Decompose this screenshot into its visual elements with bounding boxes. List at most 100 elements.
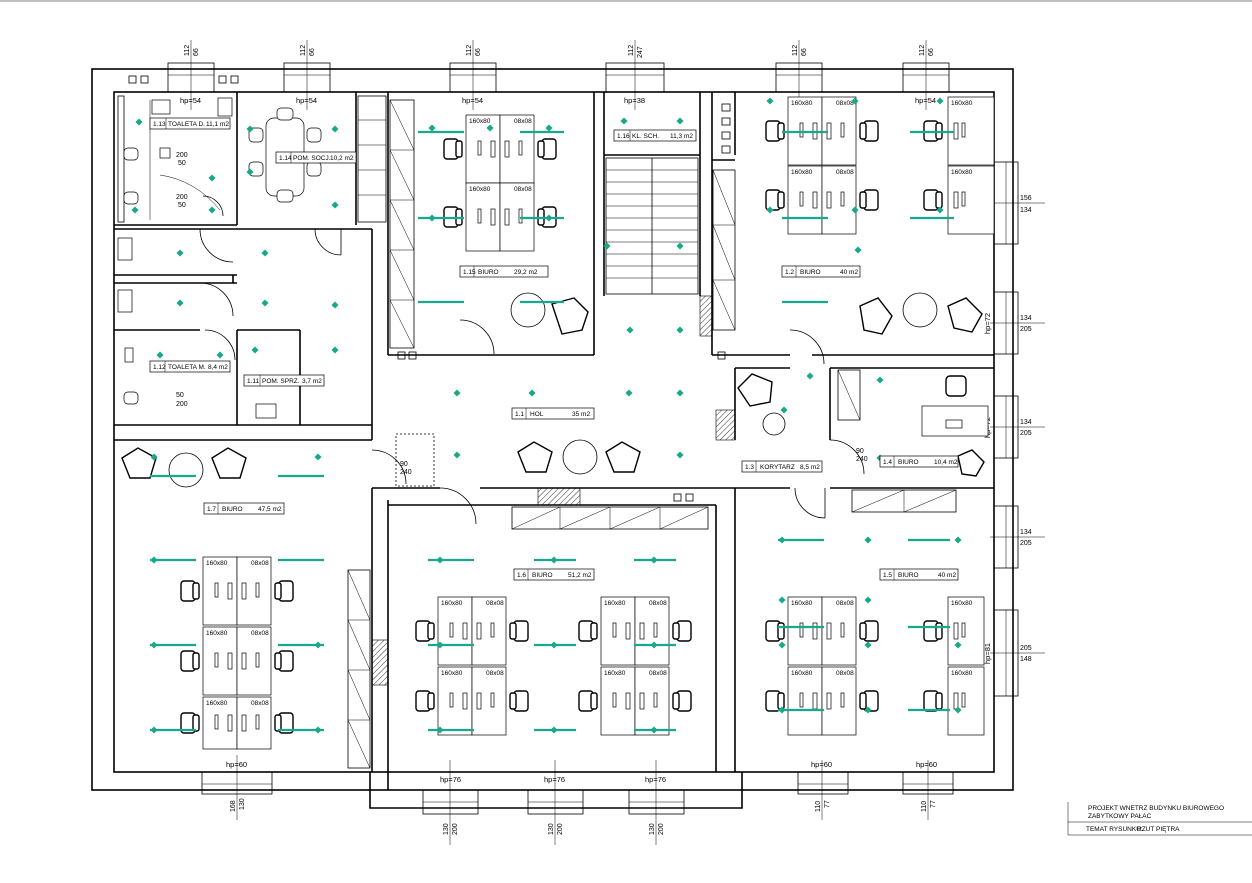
desk-code-label: 08x08 xyxy=(486,670,504,677)
sill-height: hp=38 xyxy=(624,96,645,105)
monitor xyxy=(812,622,818,640)
desk-code-label: 08x08 xyxy=(649,670,667,677)
monitor xyxy=(476,622,482,640)
ceiling-light xyxy=(676,389,684,397)
keyboard xyxy=(214,582,219,598)
office-chair xyxy=(578,690,598,712)
office-chair xyxy=(415,690,435,712)
ceiling-light xyxy=(331,346,339,354)
desk-code-label: 08x08 xyxy=(836,169,854,176)
room-name: BIURO xyxy=(532,572,553,579)
monitor xyxy=(953,692,959,710)
ceiling-light xyxy=(676,117,684,125)
lounge-furniture xyxy=(121,107,989,488)
ceiling-light xyxy=(854,246,862,254)
monitor xyxy=(462,692,468,710)
dim-text: 50 xyxy=(178,160,186,167)
keyboard xyxy=(799,191,804,207)
monitor xyxy=(490,208,496,226)
desk-size-label: 160x80 xyxy=(441,600,463,607)
office-chair xyxy=(537,138,557,160)
desk-size-label: 160x80 xyxy=(951,670,973,677)
room-area: 11,3 m2 xyxy=(670,133,693,140)
keyboard xyxy=(799,622,804,638)
desk-size-label: 160x80 xyxy=(951,600,973,607)
dim-text: 168 xyxy=(230,800,237,812)
office-chair xyxy=(923,690,943,712)
monitor xyxy=(490,140,496,158)
room-number: 1.3 xyxy=(745,464,754,471)
title-block: PROJEKT WNETRZ BUDYNKU BIUROWEGO ZABYTKO… xyxy=(1067,802,1252,836)
dim-text: 50 xyxy=(176,392,184,399)
dim-text: 112 xyxy=(184,45,191,56)
dim-text: 77 xyxy=(930,800,937,808)
dim-text: 112 xyxy=(792,45,799,56)
room-number: 1.1 xyxy=(515,411,524,418)
desk-size-label: 160x80 xyxy=(206,560,228,567)
monitor xyxy=(227,582,233,600)
dim-text: 66 xyxy=(801,48,808,56)
ceiling-light xyxy=(216,351,224,359)
monitor xyxy=(504,208,510,226)
keyboard xyxy=(961,622,966,638)
ceiling-light xyxy=(625,389,633,397)
dim-text: 205 xyxy=(1020,430,1032,437)
desk-code-label: 08x08 xyxy=(514,186,532,193)
sill-height: hp=54 xyxy=(915,96,936,105)
office-chair xyxy=(274,650,294,672)
room-name: KORYTARZ xyxy=(760,464,795,471)
right-dimensions: 156 134 134 205 134 205 134 205 205 148 xyxy=(1020,195,1032,663)
dim-text: 247 xyxy=(637,46,644,58)
ceiling-light xyxy=(428,124,436,132)
office-chair xyxy=(859,620,879,642)
desk-size-label: 160x80 xyxy=(469,118,491,125)
ceiling-light xyxy=(780,406,788,414)
desk-code-label: 08x08 xyxy=(251,560,269,567)
room-name: TOALETA D. xyxy=(168,121,205,128)
dim-text: 130 xyxy=(443,823,450,835)
office-chair xyxy=(923,620,943,642)
dim-text: 200 xyxy=(452,823,459,835)
keyboard xyxy=(840,692,845,708)
room-area: 3,7 m2 xyxy=(302,378,322,385)
cabinets xyxy=(347,95,957,769)
dim-text: 240 xyxy=(400,469,412,476)
room-name: BIURO xyxy=(898,459,919,466)
desk-size-label: 160x80 xyxy=(951,169,973,176)
sheet-label: TEMAT RYSUNKU: xyxy=(1086,826,1143,833)
desk-size-label: 160x80 xyxy=(791,100,813,107)
sheet-value: RZUT PIĘTRA xyxy=(1137,826,1180,833)
monitor xyxy=(953,122,959,140)
room-number: 1.7 xyxy=(207,506,216,513)
monitor xyxy=(476,692,482,710)
dim-text: 110 xyxy=(815,801,822,812)
room-name: POM. SPRZ. xyxy=(262,378,300,385)
room-number: 1.4 xyxy=(883,459,892,466)
room-area: 10,2 m2 xyxy=(330,155,354,162)
desk xyxy=(947,666,985,736)
dim-text: 130 xyxy=(239,798,246,810)
office-chair xyxy=(672,690,692,712)
desk-code-label: 08x08 xyxy=(251,630,269,637)
ceiling-light xyxy=(954,536,962,544)
door-dims: 200 50 200 50 50 200 90 240 90 240 xyxy=(176,152,868,476)
room-name: KL. SCH. xyxy=(632,133,659,140)
desk xyxy=(947,596,985,666)
keyboard xyxy=(840,622,845,638)
office-chair xyxy=(765,120,785,142)
ceiling-light xyxy=(545,124,553,132)
room-area: 40 m2 xyxy=(840,269,858,276)
sill-height: hp=60 xyxy=(811,760,832,769)
sill-height: hp=72 xyxy=(983,313,992,334)
dim-text: 130 xyxy=(548,823,555,835)
dimension-lines xyxy=(190,40,1045,845)
dim-text: 134 xyxy=(1020,419,1032,426)
dim-text: 156 xyxy=(1020,195,1032,202)
